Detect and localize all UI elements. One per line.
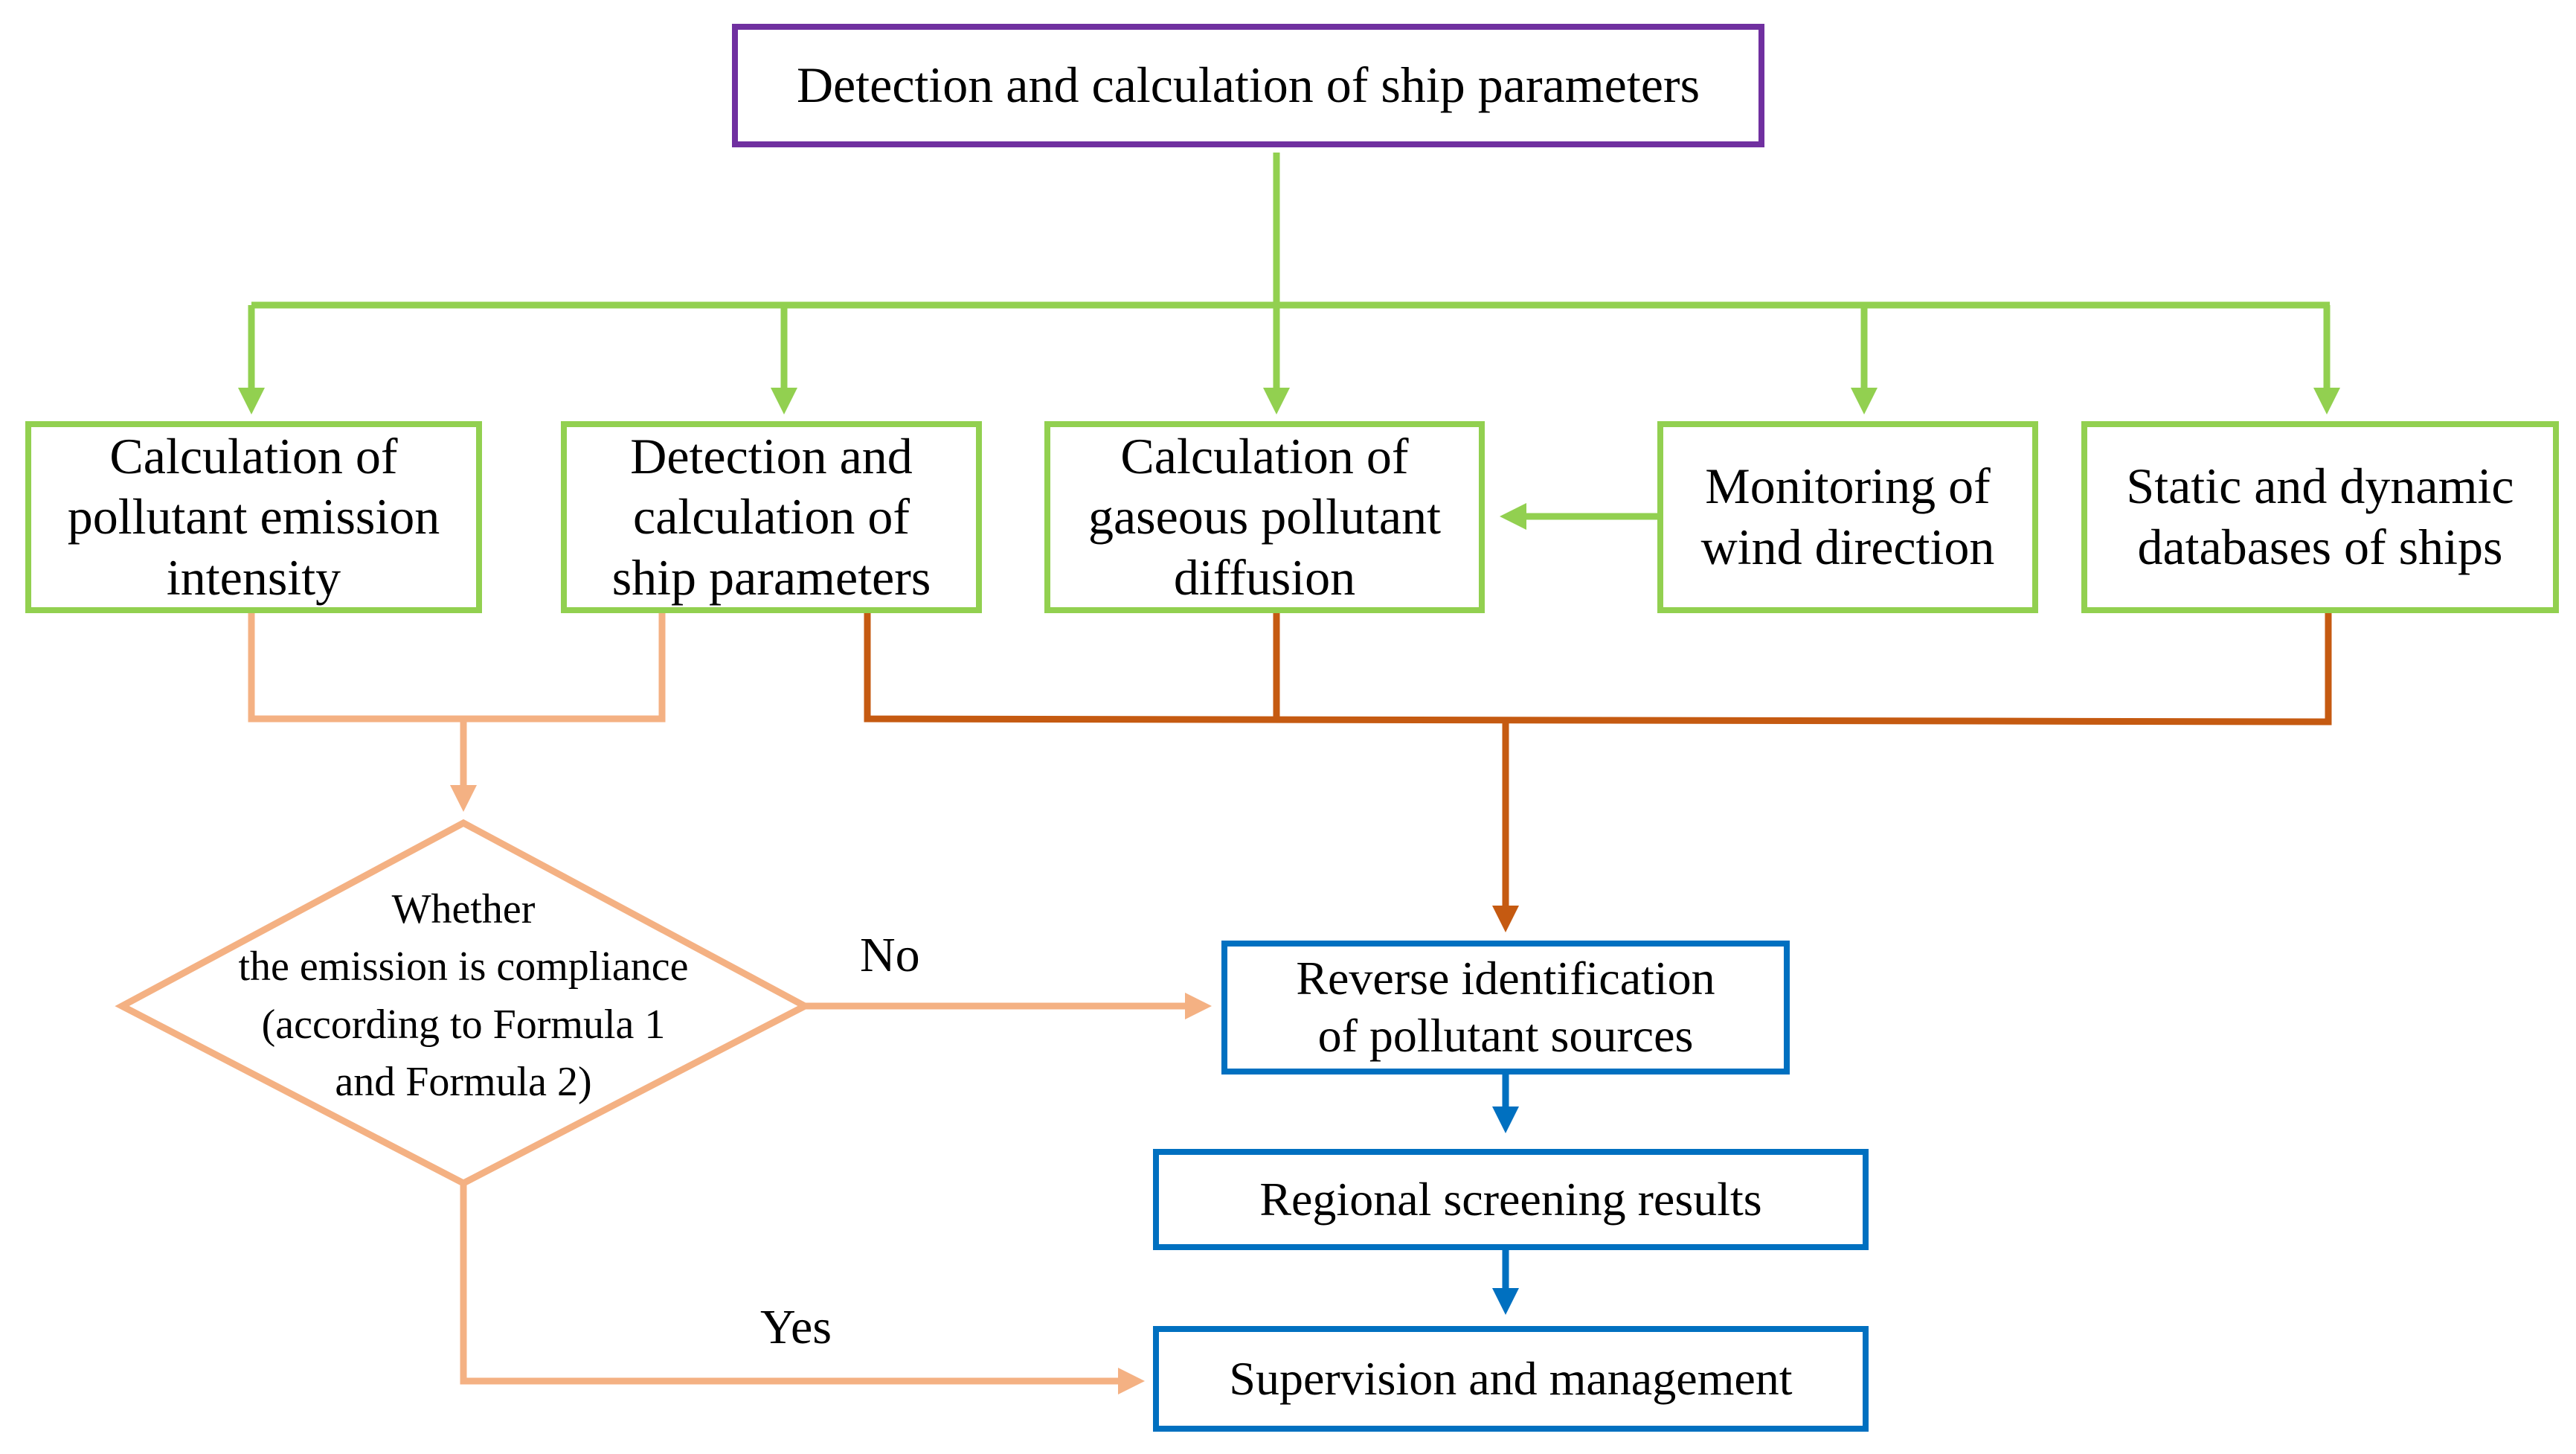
node-databases: Static and dynamic databases of ships — [2081, 421, 2559, 613]
node-reverse-identification-label: Reverse identification of pollutant sour… — [1296, 952, 1715, 1062]
merge-to-decision — [248, 613, 666, 723]
green-connectors — [238, 153, 2340, 530]
node-ship-parameters: Detection and calculation of ship parame… — [561, 421, 982, 613]
node-databases-label: Static and dynamic databases of ships — [2126, 458, 2514, 575]
node-top-label: Detection and calculation of ship parame… — [796, 57, 1700, 114]
dark-merge-line — [864, 613, 2332, 726]
decision-diamond — [115, 819, 812, 1188]
decision-text: Whether the emission is compliance (acco… — [238, 886, 689, 1105]
node-emission-intensity: Calculation of pollutant emission intens… — [25, 421, 482, 613]
node-top: Detection and calculation of ship parame… — [732, 24, 1764, 147]
node-supervision-label: Supervision and management — [1229, 1351, 1793, 1405]
node-emission-intensity-label: Calculation of pollutant emission intens… — [67, 427, 440, 606]
node-regional-results-label: Regional screening results — [1259, 1172, 1762, 1226]
node-diffusion-label: Calculation of gaseous pollutant diffusi… — [1088, 427, 1442, 606]
node-supervision: Supervision and management — [1153, 1326, 1869, 1432]
node-diffusion: Calculation of gaseous pollutant diffusi… — [1044, 421, 1485, 613]
arrow-yes-to-supervision — [460, 1183, 1145, 1394]
node-reverse-identification: Reverse identification of pollutant sour… — [1221, 941, 1790, 1075]
node-ship-parameters-label: Detection and calculation of ship parame… — [611, 427, 931, 606]
node-wind-direction-label: Monitoring of wind direction — [1700, 458, 1995, 575]
node-regional-results: Regional screening results — [1153, 1149, 1869, 1250]
edge-label-yes: Yes — [760, 1300, 832, 1354]
light-orange-connectors — [248, 613, 1212, 1394]
edge-label-no: No — [860, 928, 920, 982]
node-wind-direction: Monitoring of wind direction — [1657, 421, 2038, 613]
dark-orange-connectors — [864, 613, 2332, 932]
